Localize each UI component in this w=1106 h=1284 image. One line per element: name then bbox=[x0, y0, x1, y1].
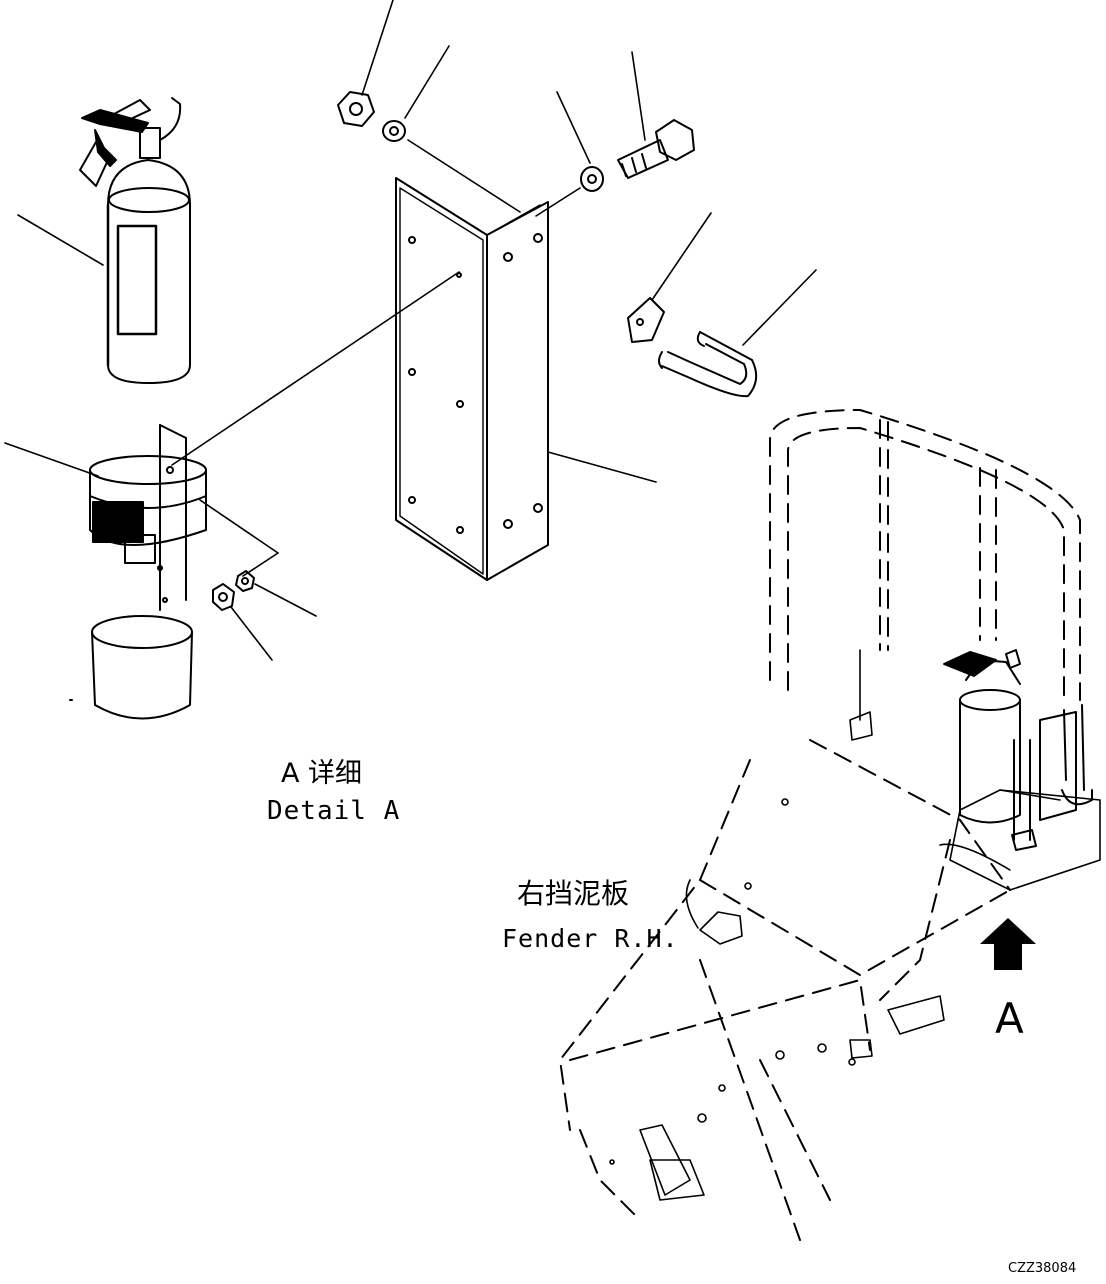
nut bbox=[337, 91, 375, 127]
detail-label-cn: A 详细 bbox=[281, 758, 363, 789]
washer-2 bbox=[580, 166, 604, 192]
clip bbox=[627, 297, 665, 343]
machine-outline bbox=[559, 409, 1081, 1241]
detail-label-en: Detail A bbox=[267, 796, 401, 826]
fire-extinguisher bbox=[79, 97, 191, 384]
leader-lines bbox=[4, 0, 817, 661]
fender-label-en: Fender R.H. bbox=[502, 924, 679, 953]
washer bbox=[382, 120, 406, 142]
view-arrow-label: A bbox=[995, 994, 1024, 1043]
mounted-extinguisher bbox=[943, 649, 1093, 851]
mounting-plate bbox=[395, 177, 549, 581]
nut-pair bbox=[212, 570, 255, 611]
extinguisher-strap-bracket bbox=[89, 424, 207, 611]
machine-solid bbox=[609, 649, 1101, 1201]
extinguisher-cup bbox=[69, 615, 193, 720]
drawing-number: CZZ38084 bbox=[1008, 1261, 1077, 1276]
fender-label-cn: 右挡泥板 bbox=[517, 877, 630, 910]
bolt bbox=[617, 119, 695, 179]
u-bolt bbox=[658, 331, 758, 398]
view-arrow-icon bbox=[980, 918, 1036, 970]
